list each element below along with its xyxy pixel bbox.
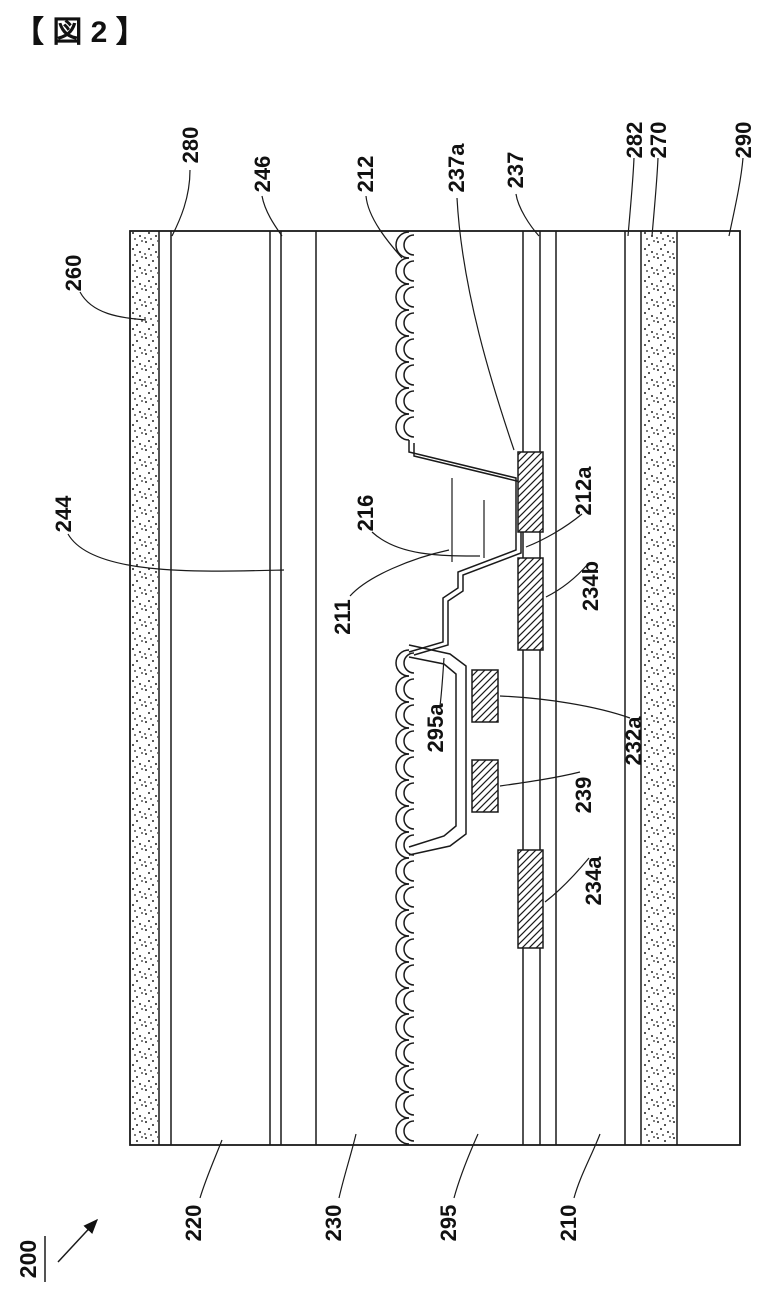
leader-210	[573, 1133, 601, 1199]
step-outline-inner	[413, 443, 522, 656]
leader-234b	[545, 563, 589, 598]
label-282: 282	[622, 122, 647, 159]
leader-295	[453, 1133, 479, 1199]
figure-reference-group: 200	[15, 1218, 99, 1282]
label-237a: 237a	[444, 143, 469, 193]
stipple-layer-270	[643, 232, 676, 1144]
scallop-layer-upper-run	[395, 231, 415, 441]
electrode-232a	[471, 669, 499, 723]
stipple-layer-260	[132, 232, 158, 1144]
leader-280	[171, 169, 191, 237]
scallop-bump	[395, 961, 415, 989]
label-280: 280	[178, 127, 203, 164]
stippled-layers	[132, 232, 676, 1144]
electrode-234a	[517, 849, 544, 949]
label-216: 216	[353, 495, 378, 532]
reference-labels: 280 246 212 237a 237 282 270 290 260 244…	[51, 122, 756, 1242]
leader-290	[728, 157, 744, 237]
step-outline-outer	[408, 440, 517, 653]
layer-boundary-lines	[158, 231, 678, 1145]
label-234a: 234a	[581, 856, 606, 906]
scallop-bump	[395, 701, 415, 729]
leader-230	[338, 1133, 357, 1199]
leader-282	[627, 157, 635, 237]
scallop-bump	[395, 779, 415, 807]
scallop-bump	[395, 987, 415, 1015]
scallop-layer-lower-run	[395, 649, 415, 1145]
label-244: 244	[51, 495, 76, 532]
label-290: 290	[731, 122, 756, 159]
mesa-outline-inner	[408, 656, 457, 848]
label-239: 239	[571, 777, 596, 814]
label-237: 237	[503, 152, 528, 189]
hatched-electrodes	[471, 451, 544, 949]
scallop-bump	[395, 257, 415, 285]
scallop-bump	[395, 727, 415, 755]
scallop-bump	[395, 883, 415, 911]
scallop-bump	[395, 309, 415, 337]
leader-237a	[456, 197, 515, 451]
scallop-bump	[395, 1117, 415, 1145]
leader-lines	[67, 157, 744, 1199]
leader-239	[499, 771, 581, 787]
leader-212	[365, 195, 403, 259]
label-295: 295	[436, 1205, 461, 1242]
label-295a: 295a	[423, 703, 448, 753]
label-230: 230	[321, 1205, 346, 1242]
figure-reference-number: 200	[15, 1240, 41, 1278]
leader-212a	[525, 513, 583, 548]
device-cross-section-outline	[129, 230, 741, 1146]
label-260: 260	[61, 255, 86, 292]
label-212a: 212a	[571, 466, 596, 516]
scallop-bump	[395, 857, 415, 885]
scallop-bump	[395, 1039, 415, 1067]
leader-246	[261, 195, 283, 237]
scallop-bump	[395, 935, 415, 963]
leader-220	[199, 1139, 223, 1199]
label-210: 210	[556, 1205, 581, 1242]
electrode-239	[471, 759, 499, 813]
scallop-bump	[395, 753, 415, 781]
tft-mesa-outlines	[408, 644, 467, 856]
label-232a: 232a	[621, 716, 646, 766]
leader-270	[651, 157, 659, 237]
scallop-bump	[395, 1065, 415, 1093]
scallop-bump	[395, 649, 415, 677]
scallop-bump	[395, 361, 415, 389]
leader-260	[79, 291, 147, 321]
reference-arrow	[57, 1218, 99, 1263]
leader-232a	[499, 695, 631, 719]
scallop-bump	[395, 387, 415, 415]
scallop-bump	[395, 1091, 415, 1119]
label-270: 270	[646, 122, 671, 159]
electrode-234b	[517, 557, 544, 651]
leader-234a	[544, 857, 590, 903]
label-220: 220	[181, 1205, 206, 1242]
figure-title: 【 図 2 】	[14, 16, 146, 49]
electrode-237a	[517, 451, 544, 533]
scallop-bump	[395, 675, 415, 703]
label-212: 212	[353, 156, 378, 193]
leader-216	[371, 531, 481, 557]
scallop-bump	[395, 909, 415, 937]
scallop-bump	[395, 805, 415, 833]
label-234b: 234b	[578, 561, 603, 611]
leader-295a	[439, 657, 445, 707]
scallop-bump	[395, 1013, 415, 1041]
contact-step-structure	[408, 440, 522, 656]
label-211: 211	[330, 599, 355, 635]
leader-211	[349, 549, 450, 597]
scallop-bump	[395, 283, 415, 311]
leader-237	[515, 193, 540, 237]
label-246: 246	[250, 156, 275, 193]
leader-244	[67, 533, 285, 572]
scallop-bump	[395, 413, 415, 441]
mesa-outline-outer	[408, 644, 467, 856]
scallop-bump	[395, 335, 415, 363]
